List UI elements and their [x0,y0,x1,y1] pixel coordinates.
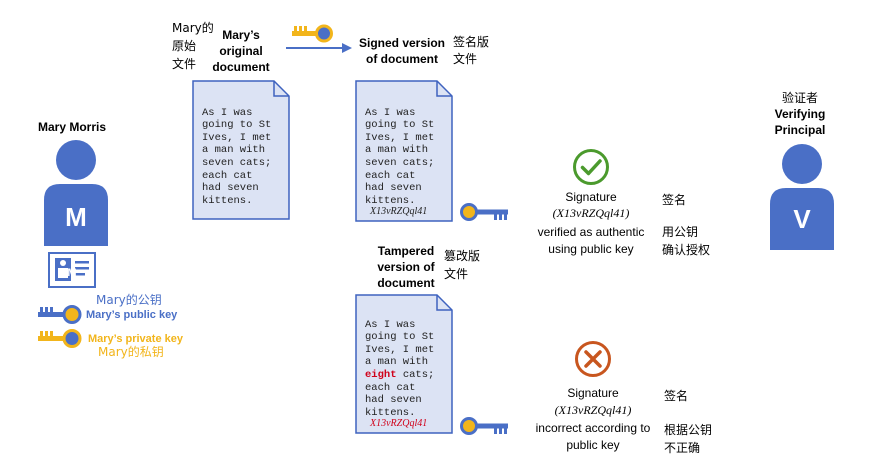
principal-avatar [770,144,834,250]
incorrect-line-1: Signature [567,386,619,400]
original-document [192,80,290,220]
tampered-en-2: version of [377,260,435,274]
verified-zh-3: 确认授权 [662,243,711,257]
principal-zh: 验证者 [781,91,818,105]
tampered-zh-1: 篡改版 [444,249,481,263]
id-card-icon [48,252,96,288]
tampered-word: eight [365,368,397,381]
tampered-en-1: Tampered [377,244,435,258]
signed-zh-1: 签名版 [453,35,490,49]
verified-zh-1: 签名 [662,193,687,207]
mary-public-key-en: Mary’s public key [86,309,178,321]
mary-avatar [44,140,108,246]
original-zh-3: 文件 [172,57,197,71]
signed-en-1: Signed version [358,36,446,50]
mary-private-key-zh: Mary的私钥 [98,345,164,359]
verified-line-2: (X13vRZQql41) [552,206,630,220]
verify-public-key-icon-2 [460,417,508,435]
mary-avatar-letter: M [65,202,87,232]
id-card-letter: M [67,267,77,279]
original-en-2: original [219,44,263,58]
principal-en-1: Verifying [774,107,826,121]
tampered-signature: X13vRZQql41 [370,418,428,429]
signed-en-2: of document [366,52,438,66]
original-en-1: Mary’s [222,28,260,42]
signing-arrow [286,43,352,53]
tampered-en-3: document [377,276,435,290]
incorrect-zh-1: 签名 [664,389,689,403]
principal-en-2: Principal [774,123,826,137]
mary-name: Mary Morris [37,120,107,134]
signed-signature: X13vRZQql41 [370,206,428,217]
tampered-document [355,294,453,434]
verified-zh-2: 用公钥 [662,225,699,239]
signing-private-key-icon [292,24,333,43]
cross-icon [575,341,611,377]
public-key-icon [38,305,82,324]
original-zh-1: Mary的 [172,21,214,35]
mary-private-key-en: Mary’s private key [88,333,183,345]
verify-public-key-icon-1 [460,203,508,221]
incorrect-line-3: incorrect according to [535,421,651,435]
tampered-zh-2: 文件 [444,267,469,281]
verified-line-3: verified as authentic [537,225,645,239]
original-en-3: document [212,60,270,74]
verified-line-4: using public key [548,242,634,256]
signed-document [355,80,453,222]
verified-line-1: Signature [565,190,617,204]
incorrect-line-4: public key [566,438,620,452]
private-key-icon [38,329,82,348]
incorrect-zh-3: 不正确 [664,441,701,455]
check-icon [573,149,609,185]
original-zh-2: 原始 [172,39,197,53]
incorrect-line-2: (X13vRZQql41) [554,403,632,417]
signed-zh-2: 文件 [453,52,478,66]
mary-public-key-zh: Mary的公钥 [96,293,162,307]
principal-avatar-letter: V [793,204,811,234]
incorrect-zh-2: 根据公钥 [664,423,713,437]
